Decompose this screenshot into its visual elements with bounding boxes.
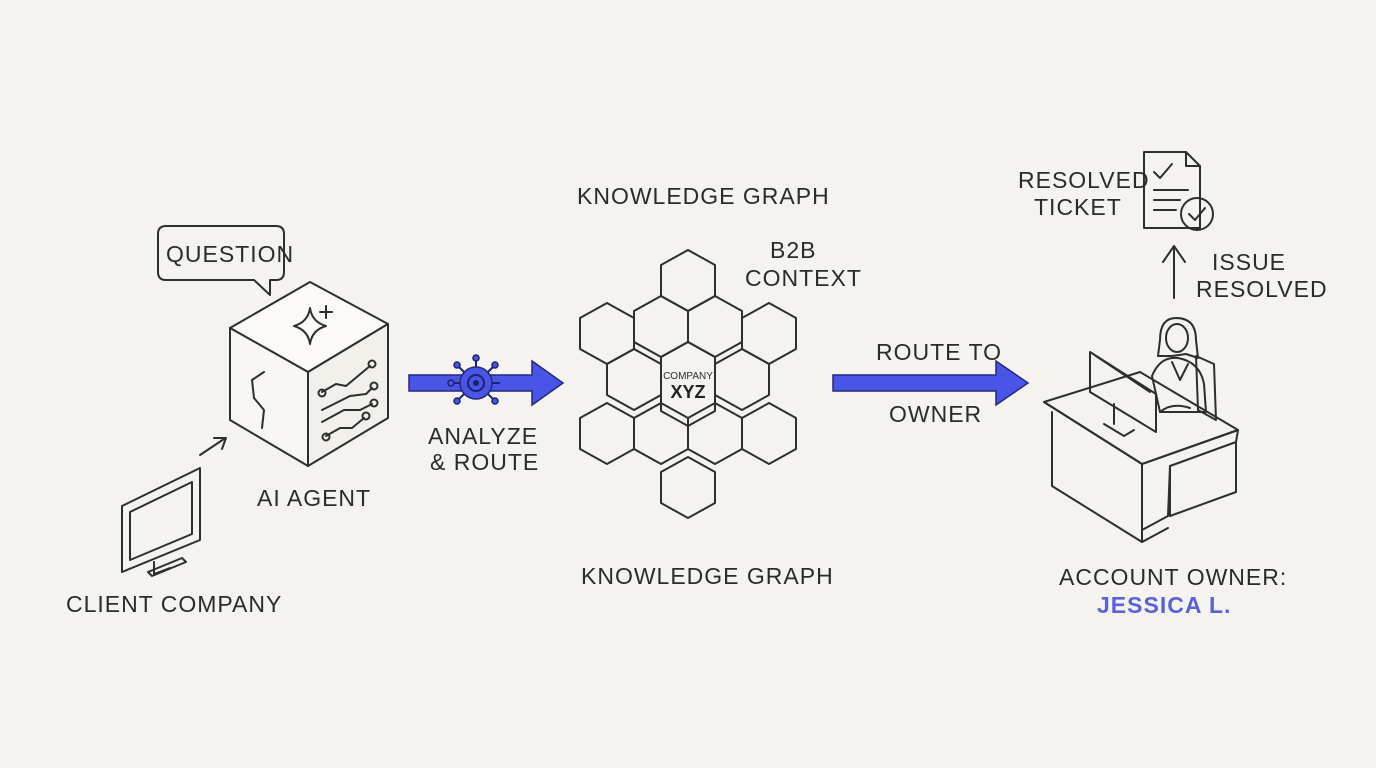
knowledge-graph-bottom-label: KNOWLEDGE GRAPH	[581, 563, 834, 589]
squiggle-mark	[251, 371, 265, 429]
analyze-route-arrow	[408, 354, 565, 407]
speech-bubble-icon	[157, 225, 285, 296]
route-label: & ROUTE	[430, 449, 539, 475]
resolved-label: RESOLVED	[1196, 276, 1328, 302]
ai-agent-cube	[229, 281, 389, 467]
company-small-label: COMPANY	[663, 371, 713, 382]
arrow-up-right-icon	[199, 437, 227, 456]
analyze-label: ANALYZE	[428, 423, 538, 449]
resolved-ticket-label-2: TICKET	[1034, 194, 1122, 220]
sparkle-icon	[293, 305, 333, 345]
account-owner-name: JESSICA L.	[1097, 592, 1231, 618]
hexagon-graph-icon	[579, 249, 797, 519]
account-owner-label: ACCOUNT OWNER:	[1059, 564, 1287, 590]
client-company-label: CLIENT COMPANY	[66, 591, 282, 617]
ai-agent-label: AI AGENT	[257, 485, 371, 511]
route-to-label: ROUTE TO	[876, 339, 1002, 365]
question-label: QUESTION	[166, 241, 294, 267]
context-label: CONTEXT	[745, 265, 862, 291]
document-check-icon	[1143, 151, 1214, 231]
knowledge-graph-title: KNOWLEDGE GRAPH	[577, 183, 830, 209]
monitor-icon	[121, 467, 201, 577]
circuit-icon	[317, 359, 379, 442]
owner-label: OWNER	[889, 401, 982, 427]
desk-person-icon	[1043, 317, 1239, 543]
company-name-label: XYZ	[670, 382, 705, 402]
ai-chip-icon	[447, 354, 500, 405]
arrow-up-icon	[1162, 245, 1186, 299]
resolved-ticket-label-1: RESOLVED	[1018, 167, 1150, 193]
b2b-label: B2B	[770, 237, 816, 263]
issue-label: ISSUE	[1212, 249, 1286, 275]
route-to-owner-arrow	[832, 359, 1030, 407]
